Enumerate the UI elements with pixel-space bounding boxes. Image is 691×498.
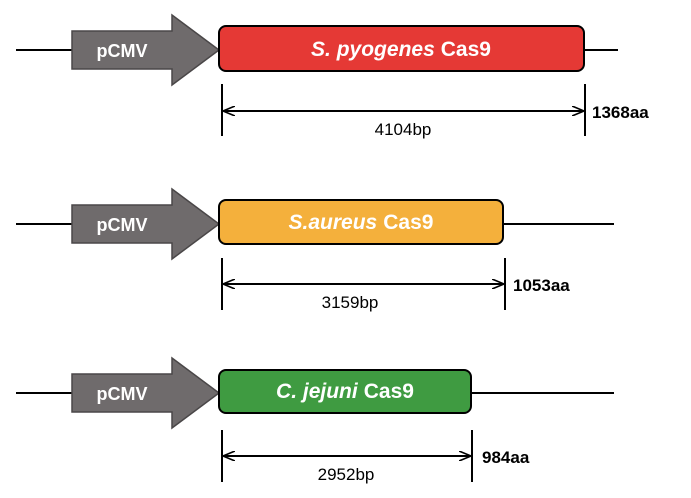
- bp-length-label: 3159bp: [322, 293, 379, 312]
- promoter-arrow-shape: [71, 356, 221, 430]
- aa-length-label: 1368aa: [592, 103, 649, 122]
- promoter-arrow: pCMV: [71, 356, 221, 430]
- aa-length-label: 984aa: [482, 448, 530, 467]
- protein-name: Cas9: [383, 211, 433, 234]
- gene-box-shape: [218, 25, 585, 72]
- length-indicator: 2952bp 984aa: [221, 430, 530, 484]
- length-indicator: 4104bp 1368aa: [221, 84, 649, 139]
- aa-length-label: 1053aa: [513, 276, 570, 295]
- protein-name: Cas9: [364, 380, 414, 403]
- promoter-label: pCMV: [97, 384, 148, 404]
- gene-box-shape: [218, 199, 504, 245]
- promoter-arrow-shape: [71, 187, 221, 261]
- bp-length-label: 4104bp: [375, 120, 432, 139]
- promoter-arrow: pCMV: [71, 187, 221, 261]
- species-name: S.aureus: [289, 211, 378, 234]
- length-indicator: 3159bp 1053aa: [221, 258, 570, 312]
- bp-length-label: 2952bp: [318, 465, 375, 484]
- gene-label: S. pyogenes Cas9: [311, 38, 491, 61]
- promoter-label: pCMV: [97, 215, 148, 235]
- gene-box: S. pyogenes Cas9: [218, 25, 585, 72]
- promoter-label: pCMV: [97, 41, 148, 61]
- species-name: S. pyogenes: [311, 38, 435, 61]
- promoter-arrow-shape: [71, 13, 221, 87]
- promoter-arrow: pCMV: [71, 13, 221, 87]
- construct-1: pCMV S. pyogenes Cas9 4104bp 1368aa: [16, 13, 649, 139]
- gene-box-shape: [218, 369, 472, 414]
- protein-name: Cas9: [441, 38, 491, 61]
- species-name: C. jejuni: [276, 380, 359, 403]
